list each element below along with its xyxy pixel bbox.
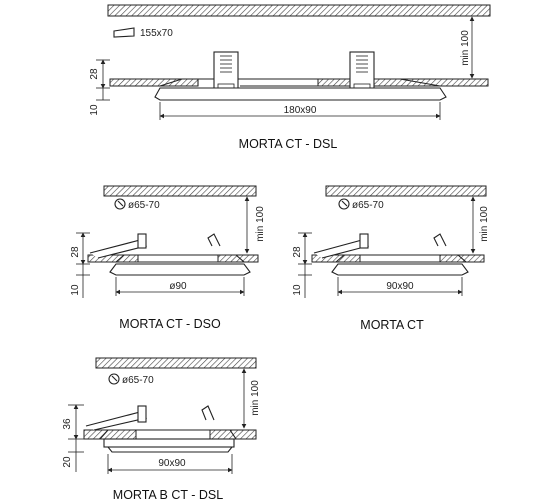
height-lower-label: 10 xyxy=(292,284,303,296)
cutout-label: ø65-70 xyxy=(352,200,384,211)
height-upper-label: 28 xyxy=(70,246,81,258)
cutout-label: ø65-70 xyxy=(128,200,160,211)
diagram-morta-b-ct-dsl: min 100 ø65-70 36 20 90x90 MORTA B CT - … xyxy=(62,357,261,502)
ceiling-slab xyxy=(103,185,257,197)
cutout-label: ø65-70 xyxy=(122,375,154,386)
clearance-label: min 100 xyxy=(479,206,490,242)
width-label: ø90 xyxy=(169,281,187,292)
trim-ring xyxy=(109,263,251,276)
rect-cutout-icon xyxy=(113,27,135,38)
spring-arm-right xyxy=(433,233,447,247)
spring-arm-left xyxy=(85,411,148,431)
diagram-morta-ct: min 100 ø65-70 28 10 90x90 MORTA CT xyxy=(292,185,490,332)
height-lower-label: 10 xyxy=(89,104,100,116)
round-cutout-icon xyxy=(108,373,120,385)
width-label: 90x90 xyxy=(158,458,186,469)
panel-left xyxy=(83,429,137,440)
trim-ring xyxy=(154,87,447,101)
diagram-morta-ct-dsl: min 100 155x70 xyxy=(89,4,491,151)
width-label: 180x90 xyxy=(284,105,317,116)
height-upper-label: 36 xyxy=(62,418,73,430)
ceiling-slab xyxy=(325,185,487,197)
model-title: MORTA B CT - DSL xyxy=(113,488,223,502)
panel-left xyxy=(87,254,139,263)
height-upper-label: 28 xyxy=(292,246,303,258)
panel-left xyxy=(109,78,199,87)
height-upper-label: 28 xyxy=(89,68,100,80)
cutout-label: 155x70 xyxy=(140,28,173,39)
ceiling-slab xyxy=(107,4,491,17)
ceiling-slab xyxy=(95,357,257,369)
trim-ring xyxy=(331,263,469,276)
height-lower-label: 20 xyxy=(62,456,73,468)
spring-arm-right xyxy=(201,405,215,421)
round-cutout-icon xyxy=(338,198,350,210)
spring-arm-right xyxy=(207,233,221,247)
housing-box xyxy=(103,438,235,448)
diagram-morta-ct-dso: min 100 ø65-70 28 10 ø90 MORTA CT - DSO xyxy=(70,185,266,331)
clearance-label: min 100 xyxy=(255,206,266,242)
width-label: 90x90 xyxy=(386,281,414,292)
model-title: MORTA CT - DSL xyxy=(239,137,338,151)
clearance-label: min 100 xyxy=(250,380,261,416)
round-cutout-icon xyxy=(114,198,126,210)
model-title: MORTA CT xyxy=(360,318,424,332)
clearance-label: min 100 xyxy=(460,30,471,66)
height-lower-label: 10 xyxy=(70,284,81,296)
model-title: MORTA CT - DSO xyxy=(119,317,221,331)
